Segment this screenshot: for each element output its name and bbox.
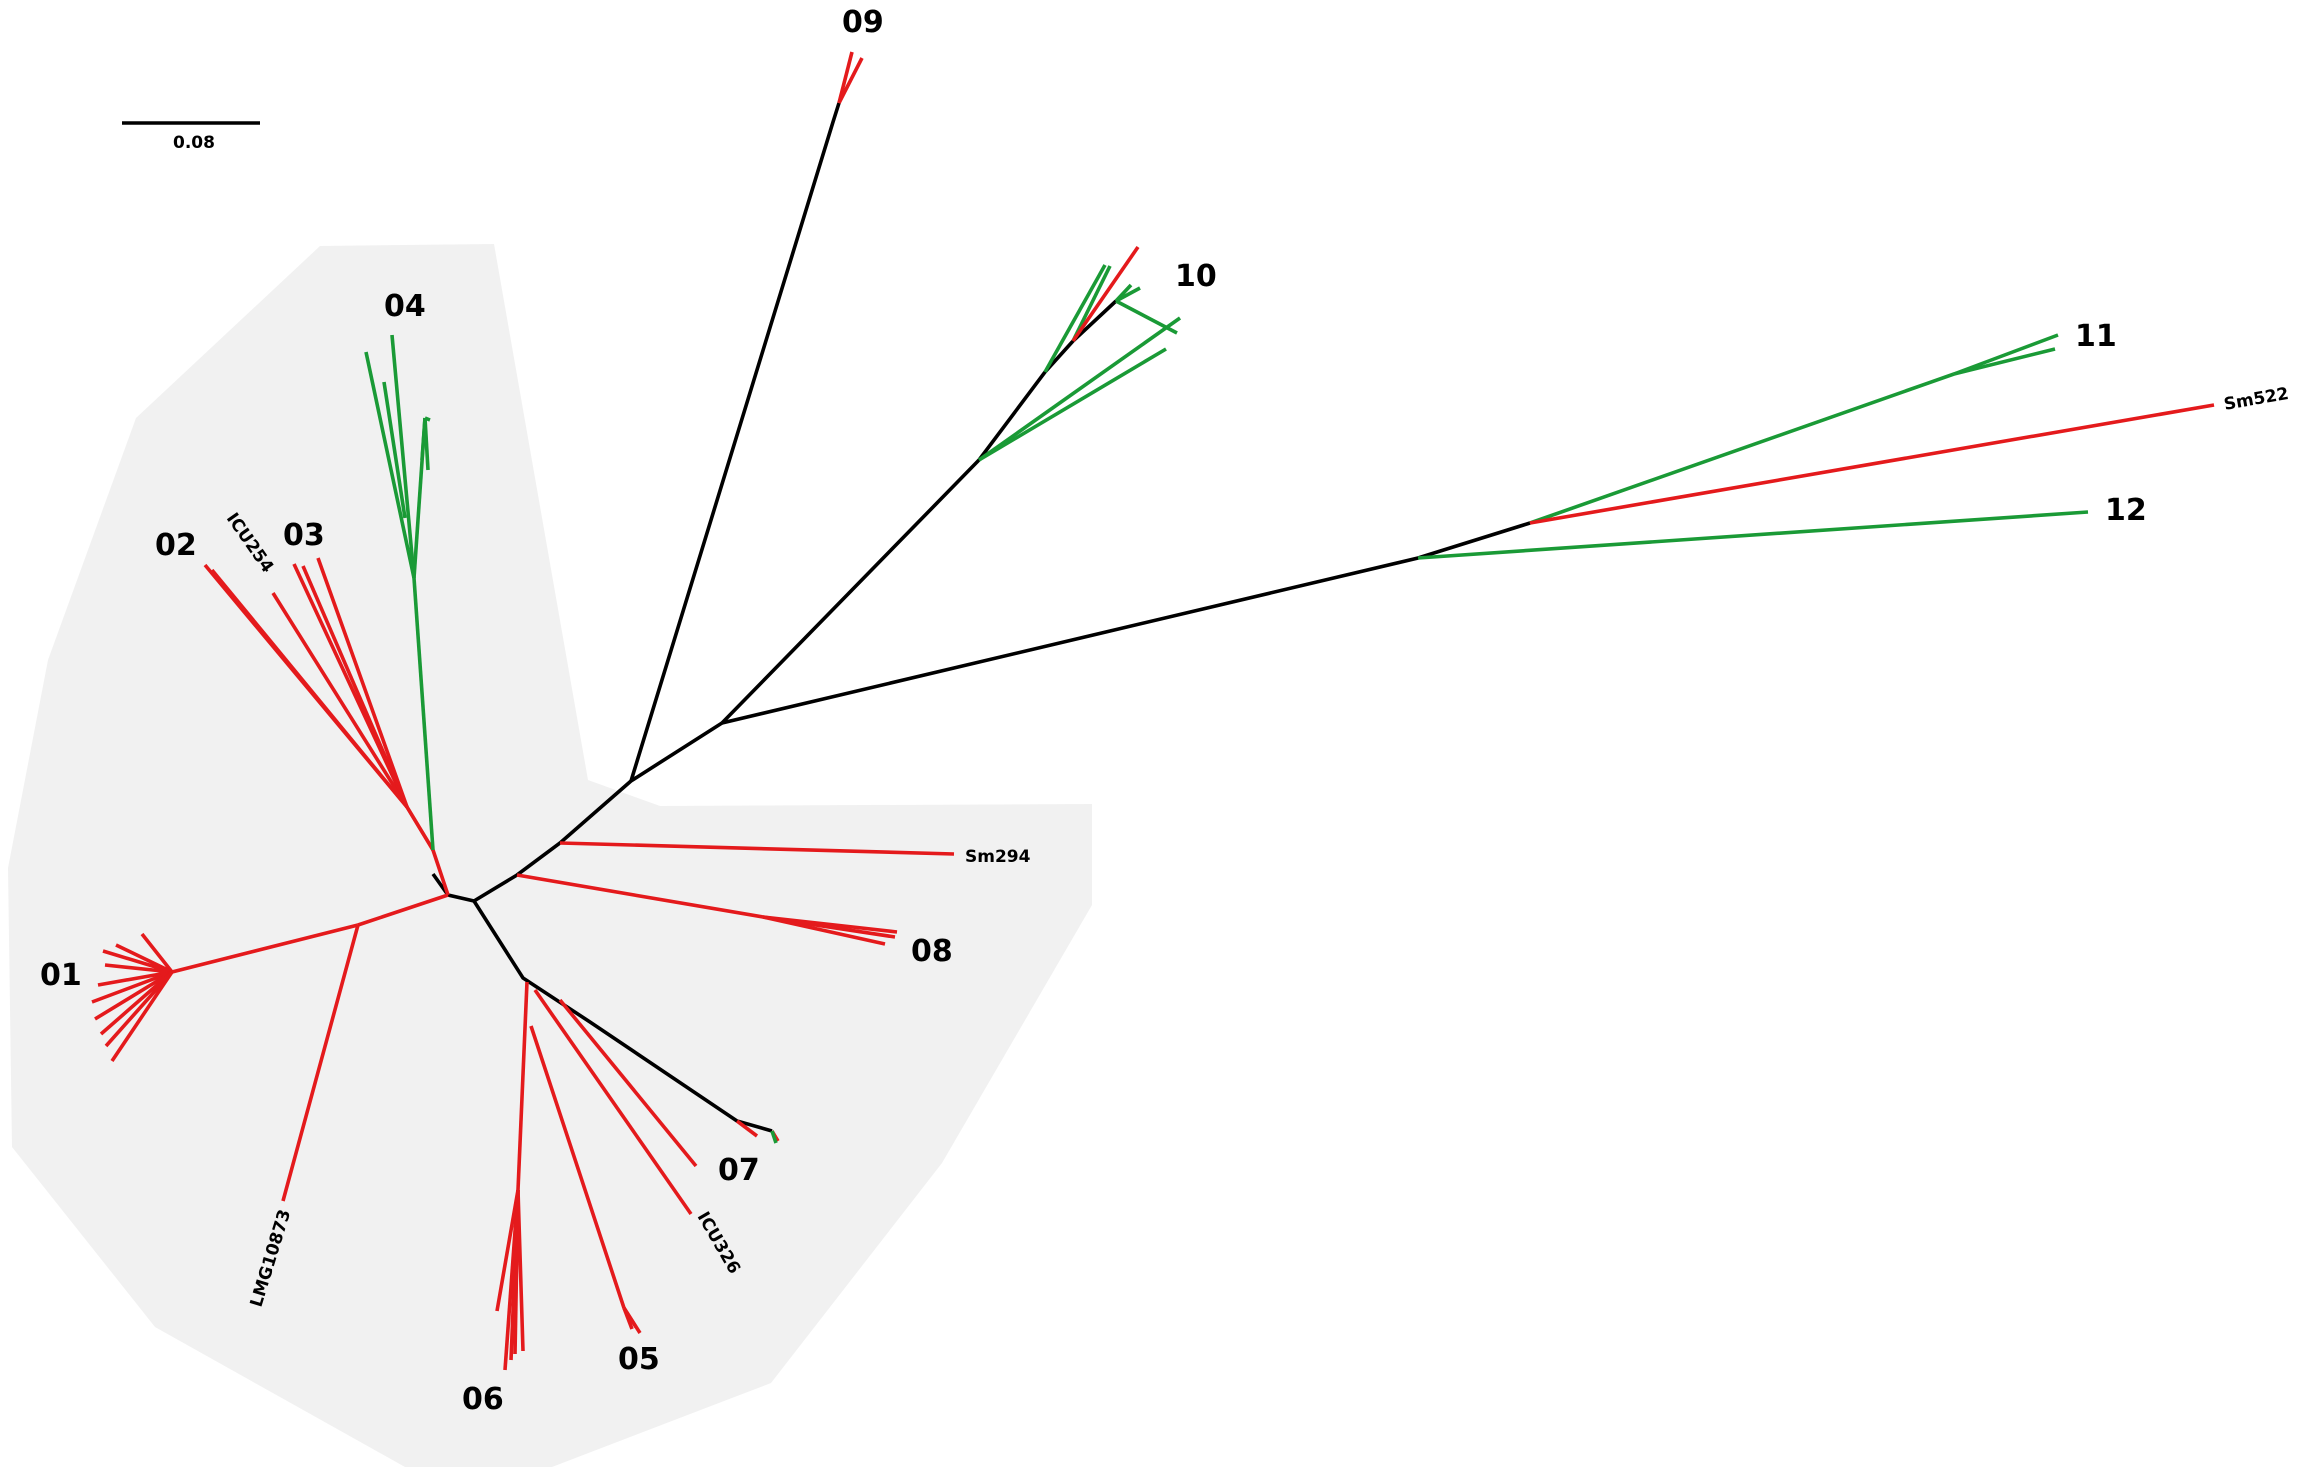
scale-bar-label: 0.08	[173, 133, 215, 153]
backbone-lower	[472, 900, 773, 1133]
branch	[423, 417, 430, 471]
branch	[495, 1189, 520, 1312]
branch	[390, 334, 416, 579]
clade-05-branches	[529, 1025, 642, 1334]
clade-07-branches	[558, 998, 780, 1168]
branch	[1529, 403, 2215, 525]
cluster-label-03: 03	[283, 518, 325, 553]
clade-06-branches	[495, 981, 529, 1371]
branch	[1417, 510, 2089, 560]
branch	[1043, 264, 1107, 373]
cluster-label-06: 06	[462, 1382, 504, 1417]
branch	[364, 351, 416, 579]
branch	[1071, 245, 1140, 343]
branch	[102, 949, 173, 974]
branch	[301, 565, 409, 808]
cluster-label-12: 12	[2105, 493, 2147, 528]
branch	[412, 577, 435, 851]
branch	[97, 970, 173, 987]
cluster-label-09: 09	[842, 5, 884, 40]
branch	[735, 1119, 759, 1138]
branch	[104, 970, 174, 1048]
branch	[281, 924, 360, 1202]
cluster-label-08: 08	[911, 934, 953, 969]
branch	[516, 981, 529, 1191]
scale-bar: 0.08	[122, 121, 260, 153]
strain-label-sm294: Sm294	[965, 847, 1031, 867]
branch	[94, 970, 173, 1021]
branch	[1953, 347, 2056, 376]
branch	[516, 873, 764, 919]
backbone-to-09	[629, 102, 841, 782]
branch	[558, 998, 698, 1168]
branch	[837, 51, 854, 104]
cluster-label-04: 04	[384, 289, 426, 324]
branch	[210, 568, 409, 809]
branch	[1953, 333, 2059, 376]
branch	[99, 970, 174, 1036]
branch	[91, 970, 173, 1004]
branch	[559, 841, 955, 856]
branch	[1115, 299, 1178, 335]
clade-02-03-branches	[203, 557, 450, 896]
branch	[533, 988, 693, 1216]
cluster-label-01: 01	[40, 958, 82, 993]
cluster-label-02: 02	[155, 528, 197, 563]
branch	[431, 849, 450, 896]
cluster-label-10: 10	[1175, 259, 1217, 294]
tree-branches	[91, 51, 2215, 1371]
shaded-clade-region	[8, 244, 1092, 1467]
branch	[622, 1307, 638, 1328]
branch	[1071, 265, 1112, 342]
branch	[271, 592, 409, 808]
branch	[977, 316, 1182, 462]
branch	[316, 557, 409, 808]
branch	[770, 1130, 778, 1144]
branch	[529, 1025, 626, 1309]
branch	[382, 381, 407, 519]
branch	[171, 923, 359, 974]
branch	[1114, 283, 1133, 303]
backbone-to-10	[720, 299, 1118, 725]
clade-11-12-branches	[1417, 333, 2215, 560]
clade-04-branches	[364, 334, 435, 851]
branch	[140, 932, 174, 974]
strain-label-sm522: Sm522	[2222, 384, 2290, 415]
branch	[978, 347, 1167, 462]
cluster-labels: 01 02 03 04 05 06 07 08 09 10 11 12	[40, 5, 2147, 1417]
branch	[357, 893, 449, 927]
branch	[513, 1189, 520, 1355]
clade-01-branches	[91, 893, 449, 1202]
cluster-label-05: 05	[618, 1342, 660, 1377]
branch	[110, 970, 174, 1063]
backbone-to-11-12	[721, 521, 1531, 725]
clade-09-branches	[837, 51, 864, 104]
icu326-branch	[533, 988, 693, 1216]
cluster-label-11: 11	[2075, 319, 2117, 354]
cluster-label-07: 07	[718, 1153, 760, 1188]
branch	[762, 915, 886, 946]
branch	[1529, 372, 1955, 525]
branch	[104, 963, 173, 974]
branch	[837, 57, 864, 104]
clade-10-branches	[977, 245, 1182, 462]
branch	[405, 806, 435, 851]
clade-08-branches	[516, 841, 955, 946]
